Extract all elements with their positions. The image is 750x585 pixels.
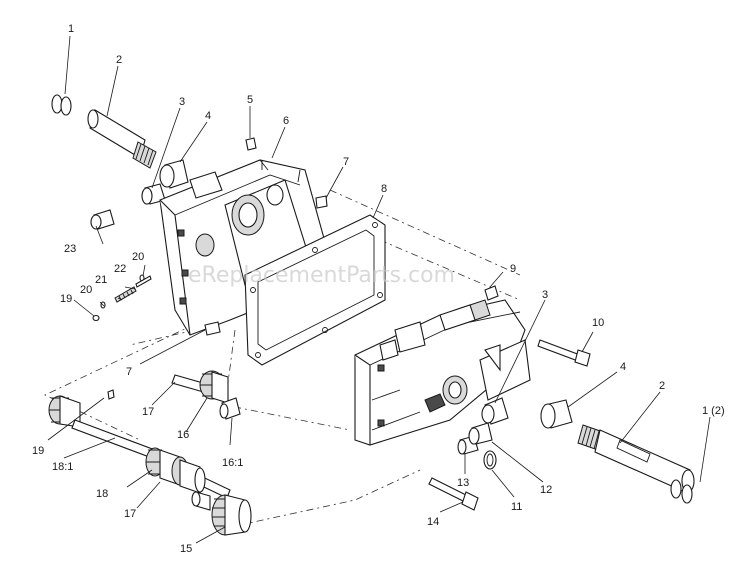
part-4-bearing-lower	[540, 399, 573, 429]
part-21-ball	[92, 314, 100, 322]
callout-13: 13	[457, 477, 469, 489]
callout-7: 7	[126, 366, 132, 378]
callout-7: 7	[343, 156, 349, 168]
callout-16-1: 16:1	[222, 457, 243, 469]
part-5-plug	[245, 137, 257, 151]
callout-10: 10	[592, 317, 604, 329]
callout-24: 22	[114, 263, 126, 275]
callout-3: 3	[179, 96, 185, 108]
housing-right	[354, 299, 531, 446]
callout-6: 6	[283, 115, 289, 127]
part-25-bushing	[90, 209, 115, 230]
callout-12: 12	[540, 484, 552, 496]
callout-2: 2	[116, 54, 122, 66]
callout-14: 14	[427, 516, 439, 528]
part-10-bolt	[537, 339, 591, 367]
part-18-gear-cluster	[159, 449, 206, 494]
part-23-spring	[114, 286, 137, 303]
part-3-bushing-upper	[141, 183, 166, 205]
callout-20: 19	[32, 445, 44, 457]
callout-21: 19	[60, 293, 72, 305]
part-24-pin	[135, 275, 152, 288]
part-22-washer	[100, 274, 145, 309]
part-15-gear	[211, 494, 252, 536]
callout-8: 8	[381, 183, 387, 195]
callout-25: 23	[64, 243, 76, 255]
callout-4: 4	[620, 361, 626, 373]
callout-23: 21	[95, 274, 107, 286]
leader-lines	[47, 35, 711, 544]
part-6-dowel	[259, 159, 269, 171]
part-11-snap-ring	[483, 450, 497, 470]
callout-2: 2	[659, 380, 665, 392]
part-2-shaft-upper	[87, 109, 157, 169]
part-1-2-retaining-rings	[670, 479, 693, 504]
callout-18-1: 18	[96, 488, 108, 500]
callout-labels: 1 2 3 4 5 6 7 8 9 10 3 4 2 1 (2) 12 11 1…	[32, 23, 725, 555]
callout-19: 18:1	[52, 461, 73, 473]
part-7-dowel-lower	[204, 321, 221, 336]
callout-17: 17	[142, 406, 154, 418]
callout-18: 17	[124, 508, 136, 520]
callout-9: 9	[510, 263, 516, 275]
phantom-lines	[44, 189, 521, 526]
part-16-gear	[199, 370, 229, 404]
callout-4: 4	[205, 110, 211, 122]
part-2-shaft-lower	[577, 424, 695, 493]
callout-22: 20	[80, 284, 92, 296]
part-16-1-bushing	[219, 397, 241, 420]
callout-3: 3	[542, 289, 548, 301]
callout-5: 5	[247, 94, 253, 106]
watermark-text: eReplacementParts.com	[188, 263, 455, 288]
part-8-gasket	[244, 214, 386, 366]
part-4-bearing-upper	[159, 159, 189, 189]
callout-16: 16	[177, 429, 189, 441]
callout-1-2: 1 (2)	[702, 405, 725, 417]
part-key	[107, 389, 115, 400]
part-9-dowel	[484, 285, 499, 301]
callout-15: 15	[180, 543, 192, 555]
callout-22: 20	[132, 251, 144, 263]
part-1-retaining-rings	[51, 94, 72, 116]
part-12-bushing	[468, 422, 493, 445]
callout-11: 11	[511, 501, 522, 513]
part-14-bolt	[428, 477, 479, 511]
part-spacer	[191, 491, 211, 511]
part-7-dowel-upper	[315, 195, 328, 209]
part-3-bushing-lower	[481, 397, 509, 425]
callout-1: 1	[68, 23, 74, 35]
